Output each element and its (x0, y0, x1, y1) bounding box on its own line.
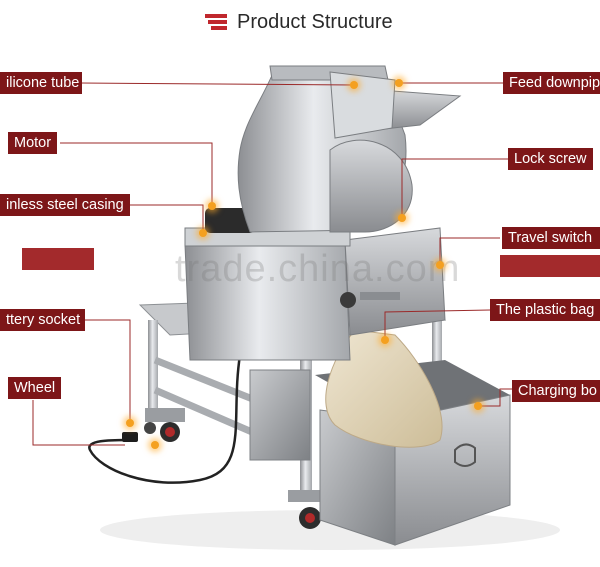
plastic-bag (325, 329, 443, 448)
marker-wheel (151, 441, 159, 449)
marker-plastic-bag (381, 336, 389, 344)
marker-feed-downpipe (395, 79, 403, 87)
marker-silicone-tube (350, 81, 358, 89)
label-charging-box: Charging bo (512, 380, 600, 402)
page-title: Product Structure (205, 8, 393, 36)
marker-travel-switch (436, 261, 444, 269)
label-battery-socket: ttery socket (0, 309, 85, 331)
leader-lines (32, 82, 515, 446)
feed-downpipe (269, 65, 462, 139)
watermark: trade.china.com (175, 248, 461, 290)
blank-label-right (500, 255, 600, 277)
marker-lock-screw (398, 214, 406, 222)
label-feed-downpipe: Feed downpip (503, 72, 600, 94)
label-silicone-tube: ilicone tube (0, 72, 82, 94)
blank-label (22, 248, 94, 270)
label-motor: Motor (8, 132, 58, 154)
wheels (144, 408, 322, 529)
stacked-bars-icon (205, 14, 227, 30)
marker-battery-socket (126, 419, 134, 427)
label-plastic-bag: The plastic bag (490, 299, 600, 321)
title-text: Product Structure (237, 10, 393, 33)
label-travel-switch: Travel switch (502, 227, 600, 249)
label-wheel: Wheel (8, 377, 62, 399)
label-lock-screw: Lock screw (508, 148, 593, 170)
marker-motor (208, 202, 216, 210)
marker-casing (199, 229, 207, 237)
label-stainless-steel-casing: inless steel casing (0, 194, 130, 216)
marker-charging-box (474, 402, 482, 410)
